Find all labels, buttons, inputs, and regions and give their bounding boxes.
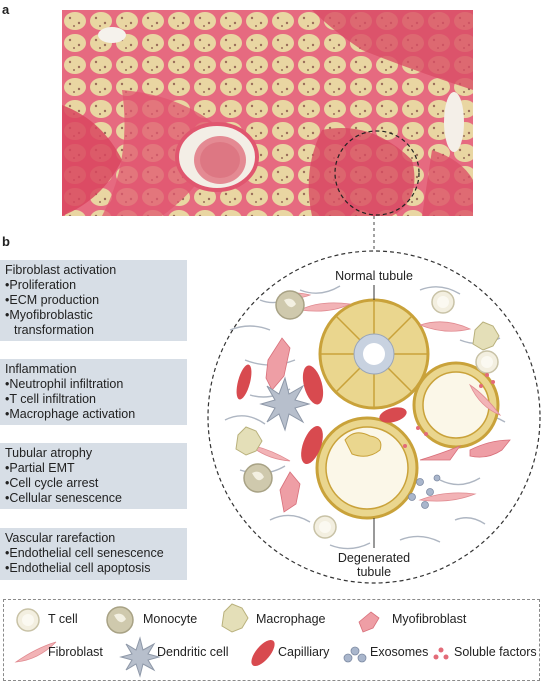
box-title: Vascular rarefaction	[5, 531, 116, 545]
legend-fibroblast: Fibroblast	[48, 645, 103, 659]
tubular-atrophy-box: Tubular atrophy Partial EMT Cell cycle a…	[0, 443, 187, 509]
inflammation-box: Inflammation Neutrophil infiltration T c…	[0, 359, 187, 425]
list-item: ECM production	[5, 293, 187, 308]
list-item: Partial EMT	[5, 461, 187, 476]
legend-monocyte: Monocyte	[143, 612, 198, 626]
degenerated-tubule-bottom	[315, 416, 419, 520]
degenerated-tubule-label-2: tubule	[357, 565, 391, 579]
list-item-continuation: transformation	[14, 323, 94, 337]
exosomes-icon	[343, 646, 367, 663]
legend-dendritic-cell: Dendritic cell	[157, 645, 229, 659]
legend-myofibroblast: Myofibroblast	[392, 612, 467, 626]
list-item: Endothelial cell apoptosis	[5, 561, 187, 576]
box-title: Tubular atrophy	[5, 446, 93, 460]
dendritic-cell-icon	[119, 636, 161, 678]
capillaries	[236, 364, 407, 465]
macrophages	[235, 321, 500, 456]
legend-soluble-factors: Soluble factors	[454, 645, 537, 659]
list-item: Cell cycle arrest	[5, 476, 187, 491]
normal-tubule-label: Normal tubule	[335, 269, 413, 283]
soluble-factors	[403, 373, 495, 448]
monocytes	[243, 290, 305, 493]
myofibroblasts	[265, 337, 511, 513]
legend: T cell Monocyte Macrophage Myofibroblast…	[3, 599, 540, 681]
list-item: Neutrophil infiltration	[5, 377, 187, 392]
kidney-scheme: Normal tubule Degenerated tubule	[207, 216, 541, 584]
panel-label-a: a	[2, 2, 10, 17]
legend-capillary: Capilliary	[278, 645, 330, 659]
degenerated-tubule-label-1: Degenerated	[338, 551, 410, 565]
myofibroblast-icon	[358, 611, 380, 633]
legend-exosomes: Exosomes	[370, 645, 429, 659]
list-item: Macrophage activation	[5, 407, 187, 422]
box-title: Inflammation	[5, 362, 77, 376]
exosomes	[408, 474, 441, 509]
legend-t-cell: T cell	[48, 612, 78, 626]
list-item: Cellular senescence	[5, 491, 187, 506]
t-cells	[313, 290, 499, 539]
capillary-icon	[251, 639, 275, 667]
fibroblast-icon	[14, 641, 57, 663]
normal-tubule	[318, 298, 430, 410]
vascular-rarefaction-box: Vascular rarefaction Endothelial cell se…	[0, 528, 187, 580]
box-title: Fibroblast activation	[5, 263, 117, 277]
soluble-factors-icon	[433, 647, 449, 660]
list-item: Myofibroblastic	[5, 308, 187, 323]
fibroblast-activation-box: Fibroblast activation Proliferation ECM …	[0, 260, 187, 341]
legend-macrophage: Macrophage	[256, 612, 326, 626]
list-item: T cell infiltration	[5, 392, 187, 407]
list-item: Endothelial cell senescence	[5, 546, 187, 561]
list-item: Proliferation	[5, 278, 187, 293]
panel-label-b: b	[2, 234, 10, 249]
dendritic-cell	[259, 376, 311, 432]
macrophage-icon	[221, 603, 249, 633]
histology-image	[62, 10, 473, 216]
